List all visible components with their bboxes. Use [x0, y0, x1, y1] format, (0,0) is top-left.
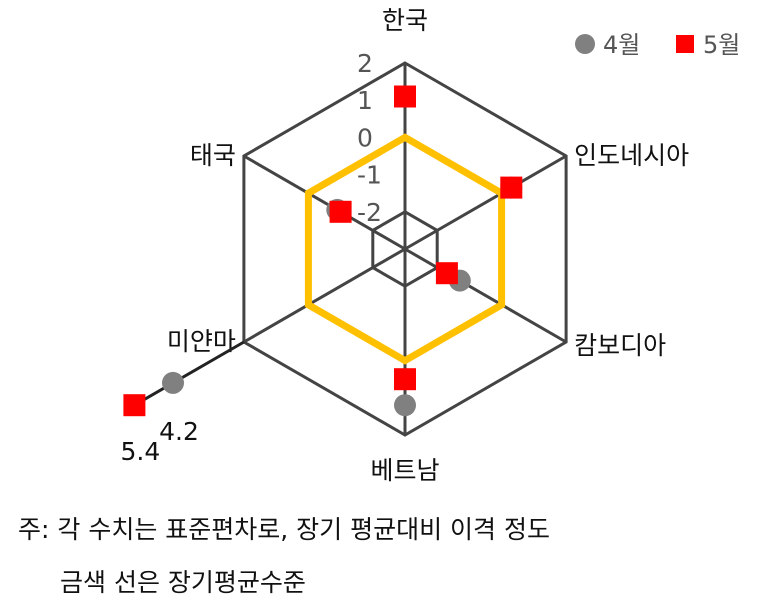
point-5월: [435, 262, 458, 285]
axis-label: 인도네시아: [574, 141, 689, 170]
axis-spoke: [243, 247, 406, 344]
axis-label: 캄보디아: [574, 331, 666, 360]
point-5월: [394, 85, 416, 108]
axis-label: 미얀마: [167, 327, 236, 356]
axis-spoke: [404, 154, 567, 251]
legend-item: 5월: [676, 31, 740, 59]
radial-tick-labels: 210-1-2: [357, 49, 382, 227]
radial-tick-label: 1: [357, 86, 373, 115]
data-label: 4.2: [159, 417, 199, 446]
axis-spoke: [404, 247, 567, 344]
legend: 4월 5월: [575, 31, 740, 59]
legend-item: 4월: [575, 31, 640, 59]
point-5월: [123, 394, 146, 417]
legend-label: 5월: [703, 31, 740, 59]
footnote-line-2: 금색 선은 장기평균수준: [60, 568, 306, 597]
axis-spoke: [243, 154, 406, 251]
point-5월: [329, 200, 352, 223]
legend-marker: [575, 34, 595, 54]
footnote-line-1: 주: 각 수치는 표준편차로, 장기 평균대비 이격 정도: [18, 515, 550, 544]
point-4월: [394, 394, 416, 417]
point-5월: [500, 176, 523, 199]
axis-label: 한국: [382, 6, 428, 35]
point-4월: [162, 371, 184, 394]
series-markers: 4.25.4: [121, 85, 523, 466]
legend-marker: [676, 35, 694, 53]
data-label: 5.4: [121, 437, 161, 466]
radial-tick-label: -2: [357, 198, 382, 227]
radial-tick-label: 2: [357, 49, 373, 78]
axis-label: 태국: [190, 141, 236, 170]
radial-tick-label: 0: [357, 123, 373, 152]
outlier-extension-line: [133, 340, 245, 407]
point-5월: [394, 368, 416, 391]
legend-label: 4월: [603, 31, 640, 59]
axis-label: 베트남: [370, 456, 439, 485]
